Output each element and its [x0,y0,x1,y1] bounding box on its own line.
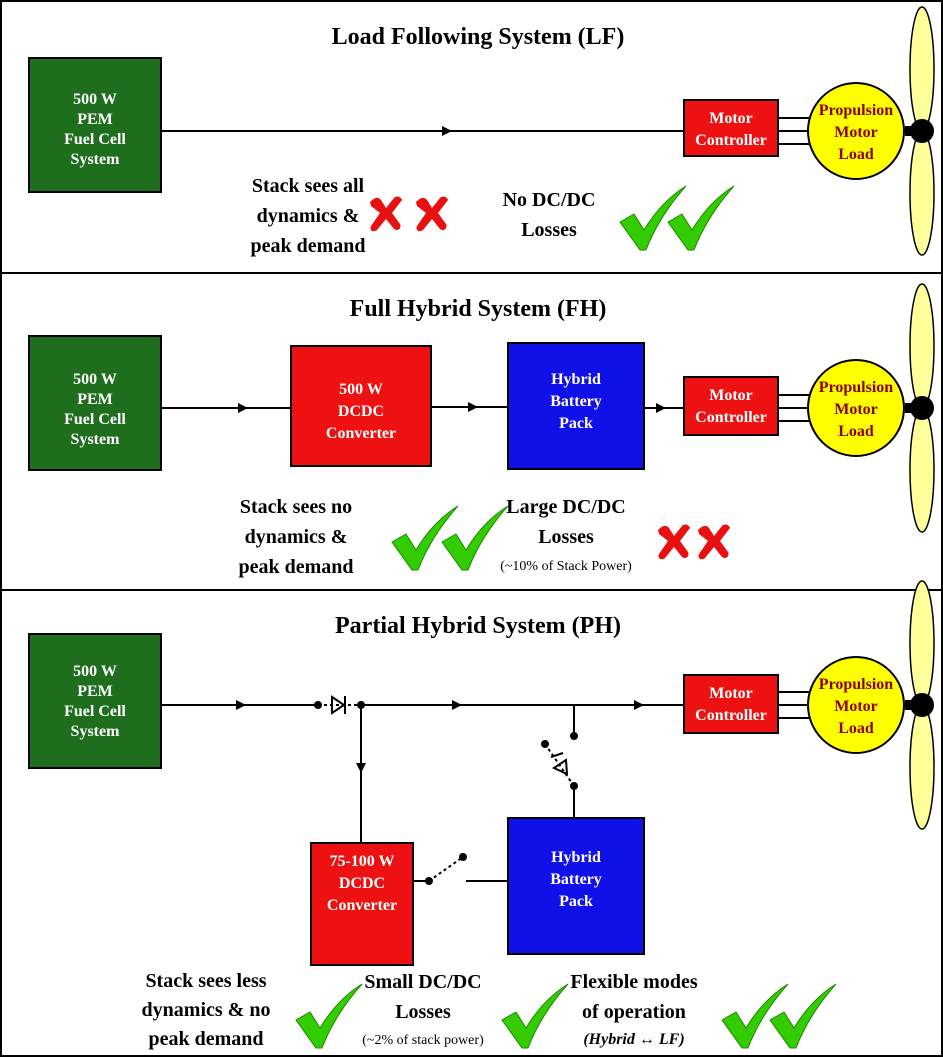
propulsion-load-circle [807,82,905,180]
cross-icon [658,524,690,560]
battery-box-ph [507,817,645,955]
note-left: dynamics & [245,526,348,548]
motor-wires [778,117,810,145]
cross-icon [416,196,448,232]
fuel-cell-label: System [71,431,121,448]
fuel-cell-label: Fuel Cell [64,703,126,720]
motor-controller-label: Controller [695,409,767,426]
dcdc-label: Converter [326,425,396,442]
fuel-cell-label: PEM [77,683,113,700]
check-icon [441,505,509,571]
arrow-icon [656,403,666,413]
note-left: Stack sees no [240,496,352,518]
dcdc-box-ph [310,842,414,966]
load-label: Load [838,423,874,440]
fuel-cell-label: PEM [77,111,113,128]
propulsion-load-circle [807,656,905,754]
load-label: Propulsion [819,102,894,119]
arrow-icon [238,403,248,413]
fuel-cell-label: System [71,151,121,168]
dcdc-label: DCDC [338,403,384,420]
fuel-cell-label: System [71,723,121,740]
cross-icon [698,524,730,560]
dcdc-label: Converter [327,897,397,914]
panel-title-lf: Load Following System (LF) [332,24,625,50]
motor-controller-label: Motor [709,685,753,702]
fuel-cell-label: 500 W [73,663,117,680]
battery-label: Battery [550,393,602,410]
dcdc-label: 75-100 W [329,853,394,870]
battery-label: Pack [559,893,593,910]
battery-label: Hybrid [551,849,601,866]
motor-controller-label: Motor [709,387,753,404]
motor-controller-label: Controller [695,707,767,724]
note-right-sub: (Hybrid ↔ LF) [583,1031,684,1048]
battery-label: Battery [550,871,602,888]
switch-icon [428,853,467,882]
motor-controller-box-lf [683,99,779,157]
load-label: Load [838,720,874,737]
battery-label: Hybrid [551,371,601,388]
fuel-cell-label: Fuel Cell [64,131,126,148]
note-left: dynamics & [257,205,360,227]
load-label: Propulsion [819,676,894,693]
cross-icon [370,196,402,232]
note-left: peak demand [238,556,353,578]
note-right: Large DC/DC [506,496,625,518]
fuel-cell-label: 500 W [73,91,117,108]
arrow-icon [468,402,478,412]
note-mid-sub: (~2% of stack power) [362,1033,484,1048]
fuel-cell-label: PEM [77,391,113,408]
panel-frame-ph [0,589,943,1057]
panel-title-fh: Full Hybrid System (FH) [350,296,607,322]
arrow-icon [356,763,366,773]
note-left: Stack sees all [252,175,365,197]
motor-controller-label: Motor [709,110,753,127]
load-label: Motor [834,401,878,418]
panel-title-ph: Partial Hybrid System (PH) [335,613,621,639]
note-right: Losses [521,219,577,241]
arrow-icon [442,126,452,136]
load-label: Propulsion [819,379,894,396]
motor-controller-label: Controller [695,132,767,149]
dcdc-label: 500 W [339,381,383,398]
diode-icon [318,695,361,715]
note-right: Losses [538,526,594,548]
arrow-icon [452,700,462,710]
note-left: dynamics & no [142,999,271,1021]
dcdc-box-fh [290,345,432,467]
load-label: Motor [834,698,878,715]
fuel-cell-box-fh [28,335,162,471]
arrow-icon [236,700,246,710]
motor-wires [778,394,810,422]
dcdc-label: DCDC [339,875,385,892]
fuel-cell-box-ph [28,633,162,769]
note-mid: Small DC/DC [364,971,481,993]
arrow-icon [634,700,644,710]
note-left: peak demand [250,235,365,257]
note-left: Stack sees less [145,970,266,992]
check-icon [295,983,363,1049]
fuel-cell-label: 500 W [73,371,117,388]
fuel-cell-box-lf [28,57,162,193]
note-mid: Losses [395,1001,451,1023]
check-icon [501,983,569,1049]
motor-controller-box-ph [683,674,779,734]
switch-icon [541,740,575,787]
note-left: peak demand [148,1028,263,1050]
bus-node [570,732,578,740]
motor-controller-box-fh [683,376,779,436]
battery-box-fh [507,342,645,470]
propulsion-load-circle [807,359,905,457]
note-right: Flexible modes [570,971,697,993]
note-right: of operation [582,1001,686,1023]
load-label: Load [838,146,874,163]
motor-wires [778,691,810,719]
battery-label: Pack [559,415,593,432]
note-right: No DC/DC [503,189,596,211]
fuel-cell-label: Fuel Cell [64,411,126,428]
load-label: Motor [834,124,878,141]
note-right-sub: (~10% of Stack Power) [500,559,632,574]
